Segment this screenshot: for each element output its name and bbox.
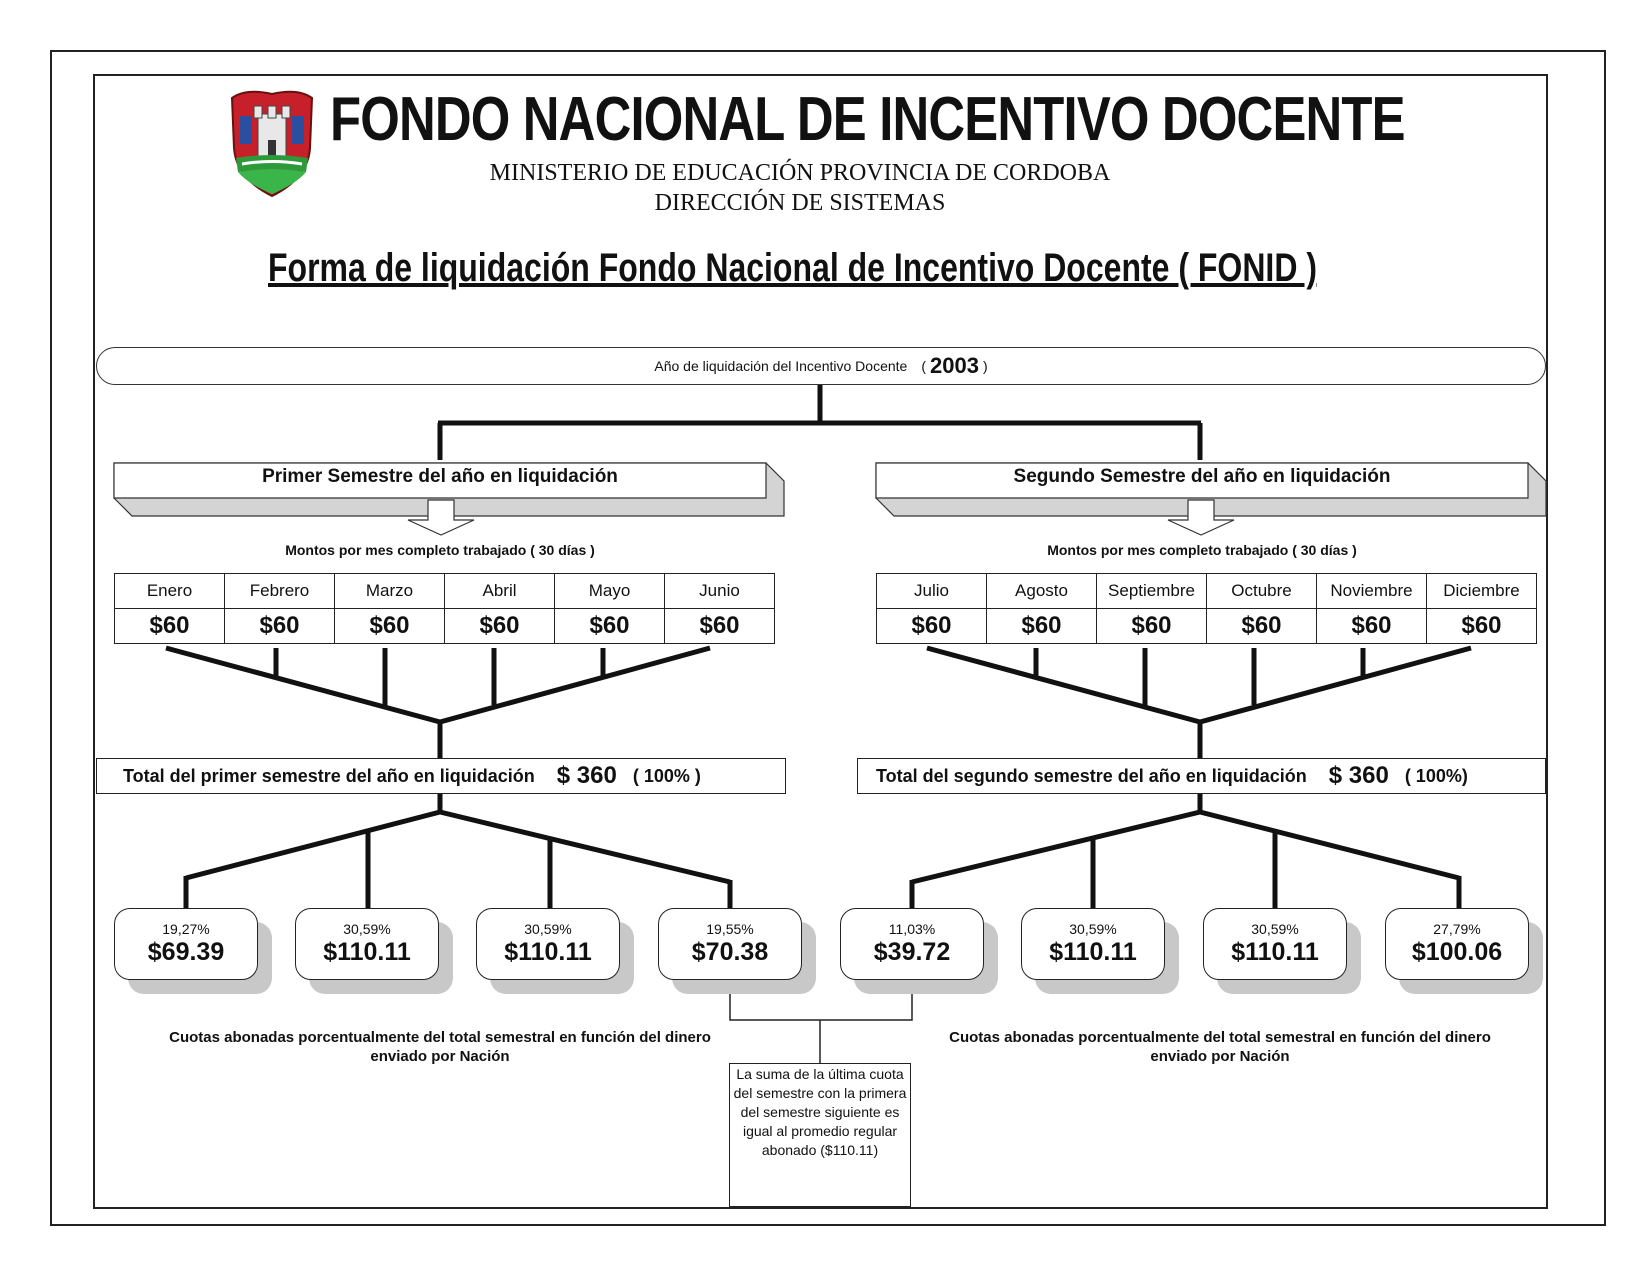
month-amount: $60 bbox=[334, 608, 445, 644]
payment-card: 27,79% $100.06 bbox=[1385, 908, 1529, 980]
payment-percent: 19,55% bbox=[706, 921, 754, 937]
year-value: 2003 bbox=[930, 353, 979, 378]
payment-card: 30,59% $110.11 bbox=[1021, 908, 1165, 980]
document-title: Forma de liquidación Fondo Nacional de I… bbox=[268, 246, 1317, 290]
month-amount: $60 bbox=[114, 608, 225, 644]
month-amount: $60 bbox=[1316, 608, 1427, 644]
month-name: Abril bbox=[444, 573, 555, 609]
payment-amount: $110.11 bbox=[323, 938, 411, 966]
month-amount: $60 bbox=[1096, 608, 1207, 644]
second-amounts-caption: Montos por mes completo trabajado ( 30 d… bbox=[1047, 542, 1357, 558]
month-amount: $60 bbox=[986, 608, 1097, 644]
month-name: Noviembre bbox=[1316, 573, 1427, 609]
payment-amount: $110.11 bbox=[504, 938, 592, 966]
month-name: Marzo bbox=[334, 573, 445, 609]
payment-percent: 30,59% bbox=[1251, 921, 1299, 937]
month-name: Septiembre bbox=[1096, 573, 1207, 609]
payment-amount: $39.72 bbox=[873, 938, 951, 966]
year-bar: Año de liquidación del Incentivo Docente… bbox=[96, 347, 1546, 385]
payment-card: 30,59% $110.11 bbox=[1203, 908, 1347, 980]
inner-frame bbox=[93, 74, 1548, 1209]
second-semester-note: Cuotas abonadas porcentualmente del tota… bbox=[949, 1029, 1491, 1065]
outer-frame bbox=[50, 50, 1606, 1226]
month-amount: $60 bbox=[224, 608, 335, 644]
month-name: Febrero bbox=[224, 573, 335, 609]
year-close-paren: ) bbox=[982, 358, 988, 374]
month-name: Junio bbox=[664, 573, 775, 609]
cordoba-coat-of-arms-icon bbox=[230, 90, 314, 198]
payment-amount: $110.11 bbox=[1231, 938, 1319, 966]
payment-percent: 30,59% bbox=[524, 921, 572, 937]
sum-note-box: La suma de la última cuota del semestre … bbox=[729, 1063, 911, 1207]
total-amount: $ 360 bbox=[556, 762, 617, 789]
payment-percent: 30,59% bbox=[343, 921, 391, 937]
payment-card: 11,03% $39.72 bbox=[840, 908, 984, 980]
month-amount: $60 bbox=[876, 608, 987, 644]
payment-amount: $100.06 bbox=[1411, 938, 1503, 966]
month-name: Julio bbox=[876, 573, 987, 609]
month-amount: $60 bbox=[1206, 608, 1317, 644]
month-name: Agosto bbox=[986, 573, 1097, 609]
first-semester-total: Total del primer semestre del año en liq… bbox=[96, 758, 786, 794]
total-label: Total del primer semestre del año en liq… bbox=[123, 765, 535, 786]
month-name: Enero bbox=[114, 573, 225, 609]
second-semester-total: Total del segundo semestre del año en li… bbox=[857, 758, 1546, 794]
direction-subtitle: DIRECCIÓN DE SISTEMAS bbox=[654, 190, 946, 216]
total-percent: ( 100% ) bbox=[632, 765, 701, 786]
second-semester-banner: Segundo Semestre del año en liquidación bbox=[1013, 466, 1391, 487]
payment-percent: 11,03% bbox=[888, 921, 936, 937]
month-name: Octubre bbox=[1206, 573, 1317, 609]
month-amount: $60 bbox=[1426, 608, 1537, 644]
month-amount: $60 bbox=[554, 608, 665, 644]
payment-card: 30,59% $110.11 bbox=[476, 908, 620, 980]
payment-percent: 27,79% bbox=[1433, 921, 1481, 937]
ministry-subtitle: MINISTERIO DE EDUCACIÓN PROVINCIA DE COR… bbox=[489, 160, 1111, 186]
first-amounts-caption: Montos por mes completo trabajado ( 30 d… bbox=[285, 542, 595, 558]
main-title: FONDO NACIONAL DE INCENTIVO DOCENTE bbox=[330, 85, 1406, 154]
first-semester-banner: Primer Semestre del año en liquidación bbox=[262, 466, 618, 487]
first-semester-months-table: Enero Febrero Marzo Abril Mayo Junio $60… bbox=[114, 573, 775, 644]
month-amount: $60 bbox=[664, 608, 775, 644]
year-label: Año de liquidación del Incentivo Docente bbox=[654, 358, 908, 374]
month-name: Mayo bbox=[554, 573, 665, 609]
total-label: Total del segundo semestre del año en li… bbox=[876, 765, 1307, 786]
second-semester-months-table: Julio Agosto Septiembre Octubre Noviembr… bbox=[876, 573, 1537, 644]
payment-card: 19,55% $70.38 bbox=[658, 908, 802, 980]
payment-percent: 19,27% bbox=[162, 921, 210, 937]
month-amount: $60 bbox=[444, 608, 555, 644]
year-open-paren: ( bbox=[921, 358, 926, 374]
payment-card: 19,27% $69.39 bbox=[114, 908, 258, 980]
payment-amount: $70.38 bbox=[691, 938, 769, 966]
month-name: Diciembre bbox=[1426, 573, 1537, 609]
total-percent: ( 100%) bbox=[1404, 765, 1468, 786]
payment-amount: $110.11 bbox=[1049, 938, 1137, 966]
payment-percent: 30,59% bbox=[1069, 921, 1117, 937]
first-semester-note: Cuotas abonadas porcentualmente del tota… bbox=[169, 1029, 711, 1065]
total-amount: $ 360 bbox=[1328, 762, 1389, 789]
payment-amount: $69.39 bbox=[147, 938, 225, 966]
payment-card: 30,59% $110.11 bbox=[295, 908, 439, 980]
